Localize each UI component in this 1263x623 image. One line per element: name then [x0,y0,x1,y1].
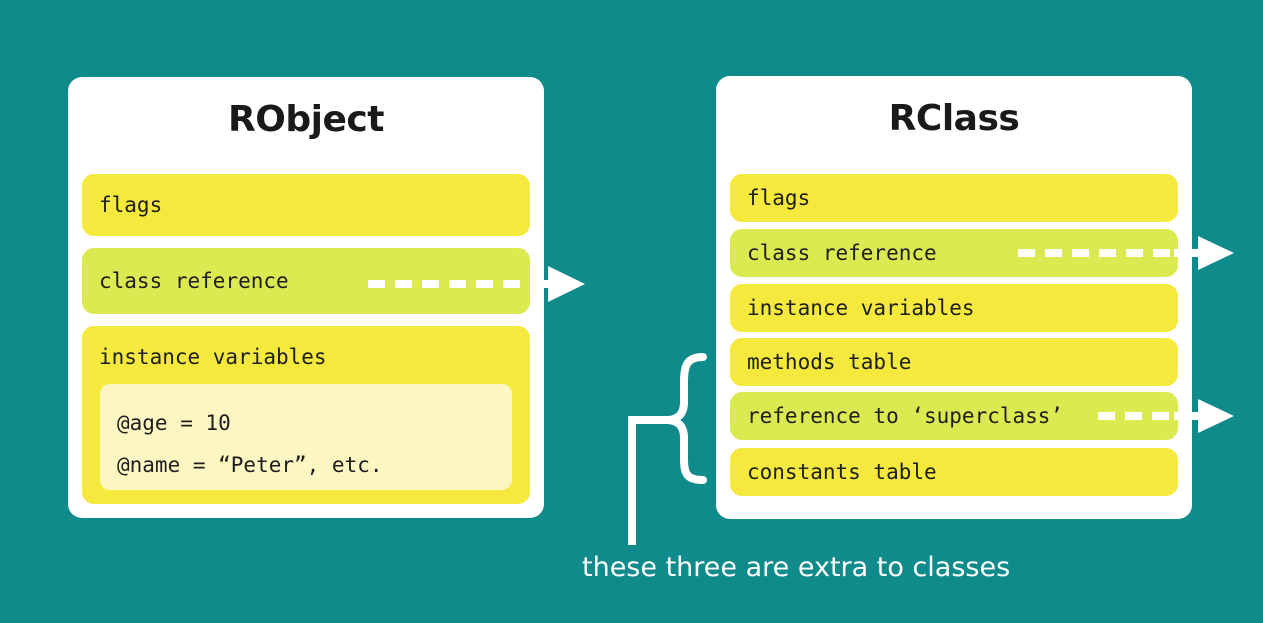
rclass-instance-variables-label: instance variables [747,296,975,320]
robject-flags-field: flags [82,174,530,236]
brace-connector-line [628,416,668,545]
robject-flags-label: flags [99,193,163,217]
rclass-superclass-reference-label: reference to ‘superclass’ [747,404,1064,428]
rclass-title: RClass [888,98,1020,139]
rclass-superclass-pointer-arrow [1098,399,1234,433]
extra-fields-caption: these three are extra to classes [582,552,1011,583]
ivar-name-line: @name = “Peter”, etc. [117,453,383,477]
rclass-class-pointer-arrow [1018,236,1234,270]
rclass-card: RClass flags class reference instance va… [716,76,1192,519]
ivar-age-line: @age = 10 [117,411,231,435]
rclass-flags-field: flags [730,174,1178,222]
robject-class-reference-field: class reference [82,248,530,314]
rclass-methods-table-field: methods table [730,338,1178,386]
robject-class-pointer-arrow [368,266,585,302]
robject-ivar-values-box: @age = 10 @name = “Peter”, etc. [100,384,512,490]
rclass-constants-table-field: constants table [730,448,1178,496]
robject-title: RObject [228,99,384,140]
robject-instance-variables-label: instance variables [99,345,327,369]
robject-card: RObject flags class reference instance v… [68,77,544,518]
robject-class-reference-label: class reference [99,269,289,293]
curly-brace-icon [665,353,707,484]
rclass-class-reference-label: class reference [747,241,937,265]
rclass-instance-variables-field: instance variables [730,284,1178,332]
rclass-constants-table-label: constants table [747,460,937,484]
rclass-methods-table-label: methods table [747,350,912,374]
rclass-flags-label: flags [747,186,811,210]
